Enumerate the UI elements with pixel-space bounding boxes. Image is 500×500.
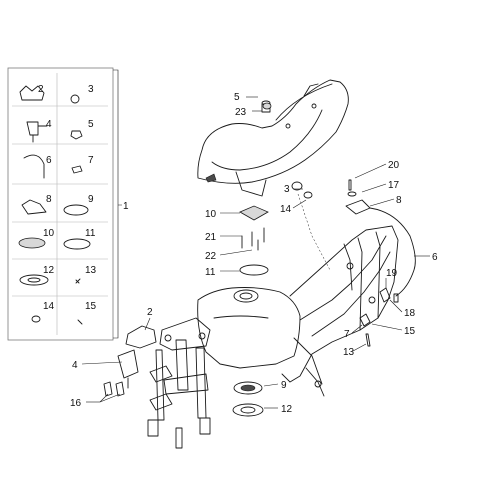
callout-12: 12 (281, 404, 293, 415)
table-callout-7: 7 (88, 155, 94, 166)
callout-5: 5 (234, 92, 240, 103)
lower-triple-clamp (163, 373, 209, 395)
grommet-part-icon (31, 315, 41, 323)
ignition-lock-group (103, 325, 157, 397)
table-callout-9: 9 (88, 194, 94, 205)
seat-passenger-edge (275, 83, 333, 121)
callout-4: 4 (72, 360, 78, 371)
callout-20: 20 (388, 160, 400, 171)
table-callout-11: 11 (85, 228, 96, 239)
right-fork-tube (195, 347, 207, 419)
table-callout-10: 10 (43, 228, 55, 239)
callout-1: 1 (123, 201, 129, 212)
callout-8: 8 (396, 195, 402, 206)
o-ring-part-icon (63, 238, 91, 250)
callout-7: 7 (344, 329, 350, 340)
left-fork-tube (155, 349, 165, 421)
callout-10: 10 (205, 209, 217, 220)
table-callout-15: 15 (85, 301, 97, 312)
pin-screw-part (365, 333, 371, 347)
mount-plate-part-icon (21, 199, 47, 215)
leader-lines (81, 96, 430, 409)
callout-3: 3 (284, 184, 290, 195)
lever-part (359, 313, 371, 327)
lower-filler-ring (232, 403, 264, 417)
callout-11: 11 (205, 267, 216, 278)
callout-22: 22 (205, 251, 217, 262)
group-bracket (113, 69, 122, 339)
shear-bolt-left (103, 381, 113, 397)
callout-13: 13 (343, 347, 355, 358)
cable-part-icon (23, 154, 45, 179)
nut-part-icon (70, 130, 83, 140)
frame-assembly (147, 225, 399, 449)
seat-cushion-edge (211, 109, 323, 171)
seat-grommet (291, 181, 303, 191)
screw-small-part-icon (75, 278, 81, 284)
cable-end-part (379, 287, 391, 303)
callout-14: 14 (280, 204, 292, 215)
ignition-lock-part (117, 349, 139, 379)
table-callout-6: 6 (46, 155, 52, 166)
main-frame-rail (281, 225, 399, 383)
lower-ring-group (232, 381, 264, 417)
shear-bolt-right (115, 381, 125, 397)
tank-filler-neck (233, 289, 259, 303)
callout-23: 23 (235, 107, 247, 118)
seat-assembly (197, 79, 349, 271)
parts-table: 1 2 3 4 5 6 7 8 9 10 11 12 13 14 15 (7, 67, 129, 341)
gasket-part-icon (63, 204, 89, 216)
table-callout-8: 8 (46, 194, 52, 205)
filler-cap-stack (239, 205, 269, 276)
upper-triple-clamp (159, 317, 211, 351)
callout-17: 17 (388, 180, 400, 191)
seat-hook (235, 171, 267, 197)
assembly-callouts: 5 23 3 14 10 21 22 11 20 17 8 6 19 18 7 … (70, 92, 438, 415)
callout-19: 19 (386, 268, 398, 279)
table-callout-4: 4 (46, 119, 52, 130)
filler-cap-part (239, 205, 269, 221)
callout-18: 18 (404, 308, 416, 319)
bracket-part-icon (19, 85, 45, 101)
release-cable (369, 207, 416, 297)
callout-15: 15 (404, 326, 416, 337)
tank-o-ring-part (239, 264, 269, 276)
table-callout-2: 2 (38, 84, 44, 95)
callout-16: 16 (70, 398, 82, 409)
lock-cylinder-part-icon (26, 121, 48, 143)
seat-tail (303, 83, 319, 97)
seat-outline (197, 79, 349, 184)
ignition-bracket-part (125, 325, 157, 349)
callout-21: 21 (205, 232, 217, 243)
table-callout-5: 5 (88, 119, 94, 130)
table-callout-13: 13 (85, 265, 97, 276)
flange-part-icon (18, 237, 46, 249)
lower-gasket (233, 381, 263, 395)
washer-part-icon (70, 94, 80, 104)
steering-stem (175, 339, 189, 391)
table-callout-3: 3 (88, 84, 94, 95)
callout-9: 9 (281, 380, 287, 391)
callout-6: 6 (432, 252, 438, 263)
parts-table-frame (7, 67, 114, 341)
release-mechanism (345, 179, 416, 347)
seat-dash-line (297, 193, 331, 271)
clip-part-icon (71, 165, 83, 174)
table-callout-14: 14 (43, 301, 55, 312)
pin-part-icon (77, 319, 83, 325)
callout-2: 2 (147, 307, 153, 318)
latch-bracket-part (345, 199, 371, 215)
fuel-tank (197, 287, 301, 369)
table-callout-12: 12 (43, 265, 55, 276)
filler-ring-part-icon (19, 274, 49, 286)
filler-ring-inner-icon (27, 277, 41, 283)
